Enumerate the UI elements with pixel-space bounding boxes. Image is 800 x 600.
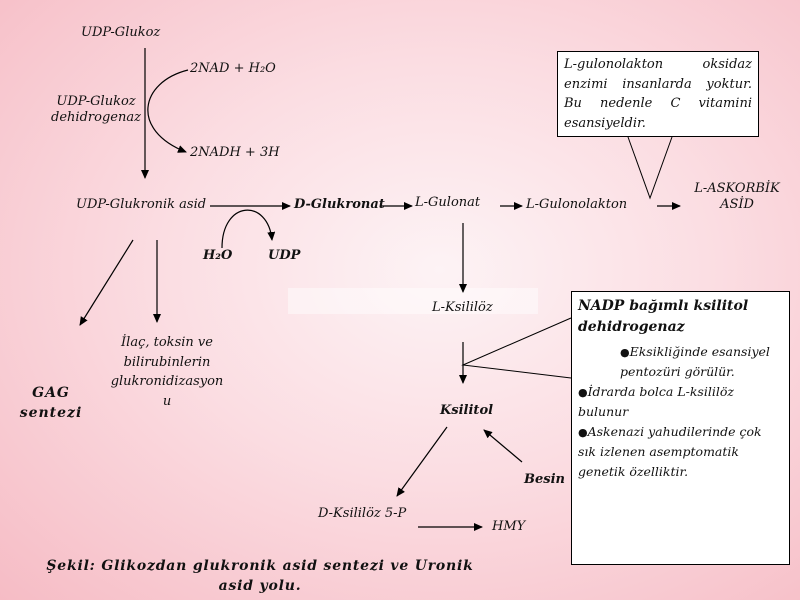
node-udp: UDP: [268, 248, 301, 263]
note-box-vitamin-c: L-gulonolakton oksidaz enzimi insanlarda…: [557, 51, 759, 137]
node-l-gulonolakton: L-Gulonolakton: [526, 197, 628, 212]
label-ilac: İlaç, toksin ve bilirubinlerin glukronid…: [110, 335, 224, 409]
figure-caption: Şekil: Glikozdan glukronik asid sentezi …: [46, 558, 474, 595]
node-nadh: 2NADH + 3H: [190, 145, 280, 160]
node-udp-glukoz: UDP-Glukoz: [81, 25, 161, 40]
node-l-gulonat: L-Gulonat: [415, 195, 481, 210]
arrow-to-gag: [79, 239, 134, 326]
node-h2o: H₂O: [203, 248, 233, 263]
info-box-ksilitol-dehidrogenaz: NADP bağımlı ksilitol dehidrogenaz ●Eksi…: [571, 291, 790, 565]
label-enzyme: UDP-Glukoz dehidrogenaz: [51, 94, 141, 126]
info-box-list: ●Eksikliğinde esansiyel pentozüri görülü…: [578, 342, 783, 482]
arrow-besin-to-ksilitol: [483, 429, 523, 463]
light-patch: [288, 288, 538, 314]
node-hmy: HMY: [492, 519, 526, 534]
info-box-item: ●İdrarda bolca L-ksililöz bulunur: [578, 384, 734, 419]
info-box-title: NADP bağımlı ksilitol dehidrogenaz: [578, 298, 749, 335]
info-box-item: ●Eksikliğinde esansiyel pentozüri görülü…: [620, 344, 770, 379]
arrow-h2o-udp-curve: [221, 209, 276, 249]
node-l-ksililoz: L-Ksililöz: [432, 300, 493, 315]
arrow-nad-curve: [147, 69, 189, 153]
node-d-ksililoz: D-Ksililöz 5-P: [318, 506, 407, 521]
label-gag: GAG sentezi: [19, 385, 83, 421]
note-box-text: L-gulonolakton oksidaz enzimi insanlarda…: [564, 57, 752, 131]
node-d-glukronat: D-Glukronat: [294, 197, 385, 212]
arrow-ksilitol-to-dksililoz: [396, 426, 448, 497]
node-besin: Besin: [524, 472, 565, 487]
node-l-askorbik: L-ASKORBİK ASİD: [694, 181, 780, 213]
node-nad-h2o: 2NAD + H₂O: [190, 61, 276, 76]
note-callout: [627, 136, 673, 200]
info-callout: [461, 317, 572, 379]
node-udp-glukronik: UDP-Glukronik asid: [76, 197, 207, 212]
node-ksilitol: Ksilitol: [440, 403, 494, 418]
info-box-item: ●Askenazi yahudilerinde çok sık izlenen …: [578, 424, 762, 479]
